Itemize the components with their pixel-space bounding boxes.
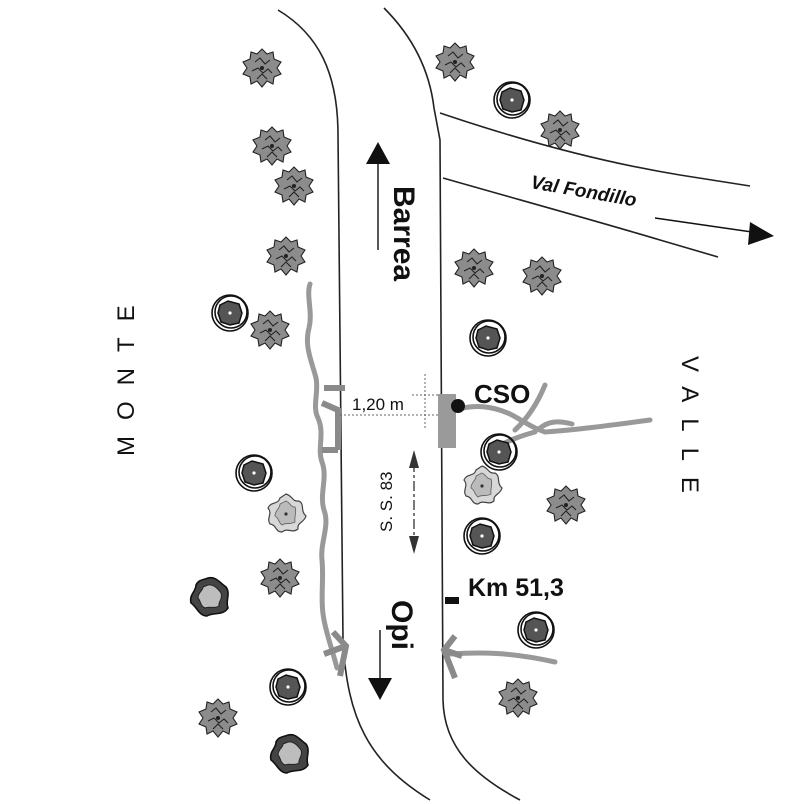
- arrow-icon: [366, 142, 390, 164]
- tree-icon: [260, 558, 300, 598]
- road-label: S. S. 83: [377, 472, 396, 532]
- tree-icon: [252, 126, 292, 166]
- tree-icon: [498, 678, 538, 718]
- arrow-icon: [409, 450, 419, 468]
- cso-label: CSO: [474, 379, 530, 409]
- tree-icon: [250, 310, 290, 350]
- tree-icon: [266, 236, 306, 276]
- opi-label: Opi: [385, 600, 418, 650]
- stream-right: [452, 404, 653, 435]
- tree-icon: [540, 110, 580, 150]
- tree-icon: [463, 517, 501, 555]
- tree-icon: [454, 248, 494, 288]
- km-marker: [445, 597, 459, 604]
- tree-icon: [546, 485, 586, 525]
- monte-label: MONTE: [113, 289, 140, 456]
- arrow-icon: [409, 536, 419, 554]
- tree-icon: [189, 576, 229, 617]
- tree-icon: [469, 319, 507, 357]
- arrow-icon: [368, 678, 392, 700]
- val-fondillo-label: Val Fondillo: [529, 172, 638, 211]
- arrow-icon: [748, 222, 774, 245]
- tree-icon: [267, 493, 307, 533]
- side-road-edge-bottom: [442, 177, 719, 258]
- culvert-left-top: [320, 385, 345, 453]
- tree-icon: [435, 42, 475, 82]
- tree-icon: [480, 433, 518, 471]
- cso-point-icon: [451, 399, 465, 413]
- tree-icon: [269, 668, 307, 706]
- barrea-label: Barrea: [387, 186, 420, 281]
- stream-lower-right: [447, 650, 558, 665]
- stream-right-branch: [512, 382, 575, 433]
- width-label: 1,20 m: [352, 395, 404, 414]
- culvert-right-bottom: [440, 634, 463, 680]
- tree-icon: [211, 294, 249, 332]
- tree-icon: [269, 733, 309, 774]
- barrea-direction: Barrea: [366, 142, 420, 281]
- tree-icon: [274, 166, 314, 206]
- opi-direction: Opi: [368, 600, 418, 700]
- side-road-edge-top: [439, 112, 751, 187]
- tree-icon: [517, 611, 555, 649]
- stream-left: [304, 281, 340, 671]
- width-measure: 1,20 m: [340, 374, 438, 428]
- road-label-group: S. S. 83: [377, 450, 419, 554]
- tree-icon: [522, 256, 562, 296]
- tree-icon: [198, 698, 238, 738]
- valle-label: VALLE: [676, 356, 703, 509]
- km-label: Km 51,3: [468, 574, 564, 602]
- culvert-left-bottom: [322, 629, 350, 677]
- val-fondillo-arrow: [654, 217, 774, 245]
- tree-icon: [242, 48, 282, 88]
- tree-icon: [493, 81, 531, 119]
- tree-icon: [463, 465, 503, 505]
- tree-icon: [235, 454, 273, 492]
